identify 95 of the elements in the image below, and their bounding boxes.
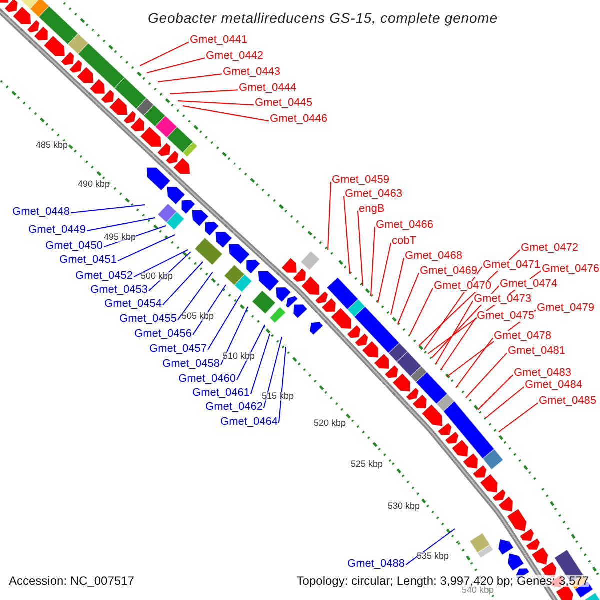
leader-line bbox=[378, 242, 392, 304]
gene-label: Gmet_0470 bbox=[434, 281, 492, 292]
leader-line bbox=[398, 272, 420, 324]
scale-label: 530 kbp bbox=[388, 502, 420, 511]
leader-line bbox=[158, 74, 222, 82]
leader-line bbox=[178, 100, 254, 106]
scale-label: 500 kbp bbox=[141, 272, 174, 281]
gene-label: Gmet_0450 bbox=[46, 241, 103, 252]
gene-label: Gmet_0473 bbox=[474, 294, 532, 305]
leader-line bbox=[236, 324, 266, 381]
scale-label: 525 kbp bbox=[351, 460, 384, 469]
leader-line bbox=[118, 234, 176, 262]
gene-label: Gmet_0461 bbox=[192, 388, 250, 399]
leader-line bbox=[208, 294, 242, 351]
gene-label: Gmet_0449 bbox=[28, 225, 86, 236]
leader-line bbox=[264, 336, 282, 409]
gene-label: Gmet_0453 bbox=[90, 285, 148, 296]
gene-label: Gmet_0472 bbox=[521, 243, 578, 254]
gene-label: engB bbox=[359, 204, 385, 215]
scale-label: 495 kbp bbox=[104, 233, 136, 242]
gene-label: Gmet_0464 bbox=[220, 417, 278, 428]
leader-line bbox=[140, 42, 190, 66]
genome-info-text: Topology: circular; Length: 3,997,420 bp; Genes: 3,577 bbox=[296, 575, 589, 587]
leader-line bbox=[344, 196, 350, 274]
leader-line bbox=[192, 284, 226, 336]
gene-label: Gmet_0485 bbox=[539, 396, 596, 407]
leader-line bbox=[456, 338, 494, 388]
leader-line bbox=[162, 262, 204, 306]
leader-line bbox=[220, 306, 248, 366]
leader-line bbox=[436, 300, 474, 364]
leader-line bbox=[250, 334, 270, 395]
leader-line bbox=[466, 352, 508, 398]
gene-label: Gmet_0457 bbox=[150, 344, 207, 355]
leader-line bbox=[146, 58, 206, 74]
gene-label: Gmet_0460 bbox=[178, 374, 236, 385]
gene-label: Gmet_0462 bbox=[206, 402, 263, 413]
gene-label: Gmet_0476 bbox=[542, 264, 600, 275]
gene-label: Gmet_0481 bbox=[508, 346, 566, 357]
leader-line bbox=[104, 226, 166, 248]
gene-label: Gmet_0488 bbox=[348, 559, 405, 570]
gene-label: Gmet_0475 bbox=[477, 311, 534, 322]
gene-label: Gmet_0454 bbox=[104, 299, 162, 310]
gene-label: Gmet_0474 bbox=[500, 279, 558, 290]
leader-line bbox=[432, 286, 500, 358]
accession-text: Accession: NC_007517 bbox=[9, 575, 134, 587]
leader-line bbox=[148, 252, 192, 292]
gene-label: Gmet_0459 bbox=[332, 175, 390, 186]
leader-line bbox=[278, 346, 286, 424]
leader-line bbox=[358, 210, 364, 286]
scale-label: 535 kbp bbox=[417, 552, 450, 561]
gene-label: Gmet_0441 bbox=[190, 35, 248, 46]
leader-line bbox=[440, 318, 476, 370]
gene-label: Gmet_0445 bbox=[255, 98, 312, 109]
leader-line bbox=[410, 288, 434, 336]
gene-label: Gmet_0466 bbox=[376, 220, 434, 231]
gene-label: Gmet_0463 bbox=[345, 189, 402, 200]
leader-line bbox=[498, 402, 538, 432]
gene-label: Gmet_0479 bbox=[537, 303, 594, 314]
gene-label: Gmet_0483 bbox=[514, 368, 572, 379]
leader-line bbox=[70, 204, 146, 214]
leader-line bbox=[178, 272, 214, 321]
gene-label: Gmet_0442 bbox=[206, 51, 264, 62]
leader-line bbox=[134, 250, 188, 278]
map-title: Geobacter metallireducens GS-15, complete genome bbox=[148, 11, 498, 25]
leader-line bbox=[478, 374, 514, 410]
leader-line bbox=[390, 258, 404, 316]
gene-label: Gmet_0446 bbox=[270, 114, 328, 125]
leader-line bbox=[328, 182, 332, 250]
leader-line bbox=[486, 386, 524, 418]
gene-label: Gmet_0484 bbox=[525, 380, 582, 391]
gene-label: Gmet_0443 bbox=[223, 67, 280, 78]
gene-label: Gmet_0458 bbox=[162, 359, 220, 370]
gene-label: Gmet_0444 bbox=[239, 83, 296, 94]
gene-label: Gmet_0471 bbox=[483, 260, 540, 271]
gene-label: Gmet_0478 bbox=[494, 331, 552, 342]
leader-line bbox=[424, 266, 482, 350]
gene-label: Gmet_0455 bbox=[120, 314, 177, 325]
leader-line bbox=[406, 528, 456, 566]
leader-line bbox=[182, 106, 270, 122]
leader-line bbox=[170, 90, 238, 94]
leader-line bbox=[86, 218, 156, 232]
gene-label: Gmet_0452 bbox=[76, 271, 133, 282]
scale-label: 490 kbp bbox=[78, 180, 110, 189]
gene-label: Gmet_0456 bbox=[134, 329, 192, 340]
gene-label: Gmet_0451 bbox=[60, 255, 117, 266]
scale-label: 505 kbp bbox=[182, 312, 214, 321]
gene-label: cobT bbox=[392, 236, 416, 247]
scale-label: 510 kbp bbox=[223, 352, 256, 361]
scale-label: 485 kbp bbox=[36, 141, 68, 150]
leader-line bbox=[370, 226, 376, 296]
gene-label: Gmet_0468 bbox=[405, 251, 462, 262]
gene-label: Gmet_0469 bbox=[420, 266, 478, 277]
scale-label: 520 kbp bbox=[314, 419, 346, 428]
scale-label: 515 kbp bbox=[262, 392, 294, 401]
gene-label: Gmet_0448 bbox=[12, 207, 70, 218]
